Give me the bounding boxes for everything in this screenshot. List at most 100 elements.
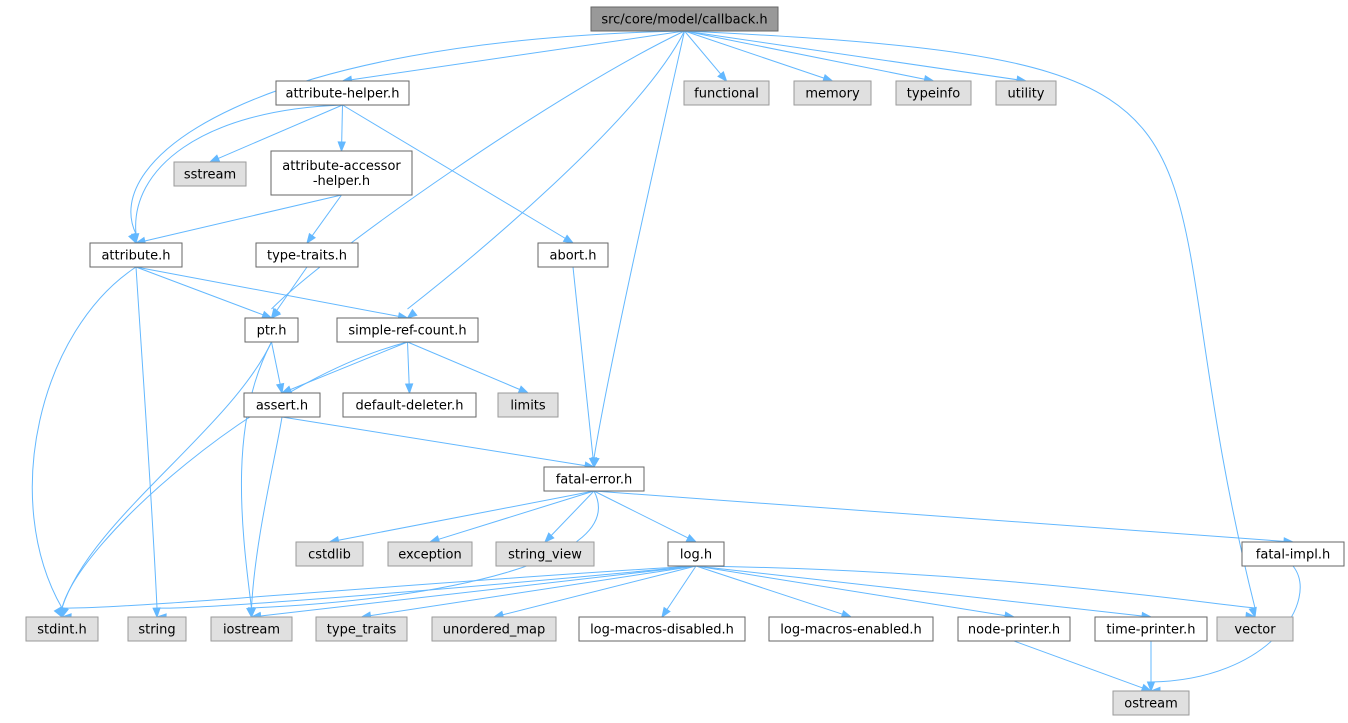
node-string: string: [127, 616, 187, 642]
edge-attribute_helper-to-attribute_accessor_helper: [337, 104, 346, 153]
edge-callback-to-functional: [684, 30, 728, 83]
node-log-macros-disabled[interactable]: log-macros-disabled.h: [578, 616, 746, 642]
node-label: type_traits: [327, 623, 397, 638]
edge-type_traits_h-to-ptr: [270, 266, 308, 320]
node-label: ptr.h: [257, 324, 287, 339]
edge-log-to-node_printer: [695, 565, 1016, 620]
node-label: limits: [510, 399, 546, 414]
node-abort[interactable]: abort.h: [537, 242, 609, 268]
edge-log-to-log_macros_disabled: [661, 565, 697, 619]
edge-log-to-vector: [695, 565, 1257, 621]
edge-log-to-string: [155, 565, 697, 622]
node-stdint: stdint.h: [25, 616, 99, 642]
edge-log-to-log_macros_enabled: [695, 565, 853, 619]
node-node-printer[interactable]: node-printer.h: [957, 616, 1071, 642]
node-label: src/core/model/callback.h: [601, 13, 767, 28]
node-label: fatal-impl.h: [1256, 548, 1330, 563]
edge-callback-to-utility: [684, 30, 1028, 84]
node-label: abort.h: [550, 249, 597, 264]
node-label: unordered_map: [443, 623, 546, 638]
edge-layer: [31, 30, 1301, 696]
node-label: string_view: [508, 548, 582, 563]
node-functional: functional: [683, 80, 770, 106]
edge-attribute_helper-to-abort: [342, 104, 575, 244]
edge-log-to-time_printer: [695, 565, 1153, 621]
node-ostream: ostream: [1112, 690, 1190, 716]
node-attribute-helper[interactable]: attribute-helper.h: [275, 80, 410, 106]
edge-log-to-unordered_map: [492, 565, 697, 619]
edge-ptr-to-stdint: [60, 341, 272, 619]
node-memory: memory: [793, 80, 872, 106]
node-label: ostream: [1124, 697, 1178, 712]
node-label: log-macros-enabled.h: [780, 623, 921, 638]
edge-attribute-to-ptr: [135, 266, 273, 319]
node-vector: vector: [1216, 616, 1294, 642]
node-default-deleter[interactable]: default-deleter.h: [342, 392, 477, 418]
node-typeinfo: typeinfo: [895, 80, 972, 106]
node-sstream: sstream: [173, 161, 247, 187]
node-label: type-traits.h: [267, 249, 347, 264]
edge-node_printer-to-ostream: [1013, 640, 1153, 692]
node-label: log.h: [680, 548, 712, 563]
edge-callback-to-simple_ref_count: [406, 30, 685, 319]
node-attribute-accessor-helper[interactable]: attribute-accessor-helper.h: [270, 150, 413, 196]
node-utility: utility: [995, 80, 1057, 106]
node-fatal-impl[interactable]: fatal-impl.h: [1241, 541, 1345, 567]
node-assert[interactable]: assert.h: [243, 392, 321, 418]
edge-simple_ref_count-to-default_deleter: [404, 341, 414, 395]
node-label: -helper.h: [313, 174, 370, 189]
node-label: fatal-error.h: [556, 473, 633, 488]
node-label: cstdlib: [308, 548, 351, 563]
node-label: vector: [1234, 623, 1276, 638]
node-unordered-map: unordered_map: [431, 616, 557, 642]
edge-assert-to-fatal_error: [281, 416, 596, 470]
node-log[interactable]: log.h: [667, 541, 725, 567]
node-type-traits-h[interactable]: type-traits.h: [255, 242, 359, 268]
node-string-view: string_view: [495, 541, 595, 567]
node-time-printer[interactable]: time-printer.h: [1094, 616, 1208, 642]
node-callback[interactable]: src/core/model/callback.h: [590, 6, 779, 32]
node-label: attribute.h: [101, 249, 170, 264]
node-label: utility: [1008, 87, 1045, 102]
node-label: iostream: [223, 623, 280, 638]
node-log-macros-enabled[interactable]: log-macros-enabled.h: [768, 616, 934, 642]
edge-fatal_error-to-log: [593, 490, 698, 543]
node-label: time-printer.h: [1106, 623, 1195, 638]
node-label: stdint.h: [37, 623, 86, 638]
node-label: default-deleter.h: [356, 399, 464, 414]
edge-callback-to-vector: [684, 30, 1257, 619]
edge-simple_ref_count-to-limits: [407, 341, 530, 394]
edge-fatal_error-to-string_view: [544, 490, 595, 543]
node-ptr[interactable]: ptr.h: [244, 317, 299, 343]
node-label: functional: [694, 87, 759, 102]
node-label: attribute-accessor: [282, 159, 401, 174]
node-label: string: [138, 623, 175, 638]
node-label: exception: [398, 548, 462, 563]
node-simple-ref-count[interactable]: simple-ref-count.h: [336, 317, 479, 343]
node-attribute[interactable]: attribute.h: [89, 242, 183, 268]
node-cstdlib: cstdlib: [295, 541, 364, 567]
node-label: memory: [805, 87, 860, 102]
node-type-traits: type_traits: [315, 616, 408, 642]
node-limits: limits: [497, 392, 559, 418]
node-label: sstream: [184, 168, 236, 183]
node-layer: src/core/model/callback.h attribute-helpe…: [25, 6, 1345, 716]
edge-ptr-to-assert: [271, 341, 285, 395]
node-label: node-printer.h: [968, 623, 1060, 638]
edge-fatal_error-to-cstdlib: [328, 490, 595, 545]
edge-attribute-to-simple_ref_count: [135, 266, 409, 321]
node-label: attribute-helper.h: [285, 87, 399, 102]
node-label: typeinfo: [907, 87, 960, 102]
node-label: log-macros-disabled.h: [590, 623, 734, 638]
node-iostream: iostream: [210, 616, 293, 642]
edge-attribute_accessor_helper-to-type_traits_h: [306, 194, 342, 245]
edge-attribute-to-string: [135, 266, 161, 619]
node-label: simple-ref-count.h: [348, 324, 466, 339]
edge-simple_ref_count-to-assert: [280, 341, 408, 394]
node-fatal-error[interactable]: fatal-error.h: [543, 466, 645, 492]
edge-fatal_error-to-fatal_impl: [593, 490, 1295, 546]
edge-simple_ref_count-to-stdint: [60, 341, 408, 619]
edge-assert-to-iostream: [247, 416, 283, 619]
edge-attribute_helper-to-attribute: [130, 104, 343, 245]
